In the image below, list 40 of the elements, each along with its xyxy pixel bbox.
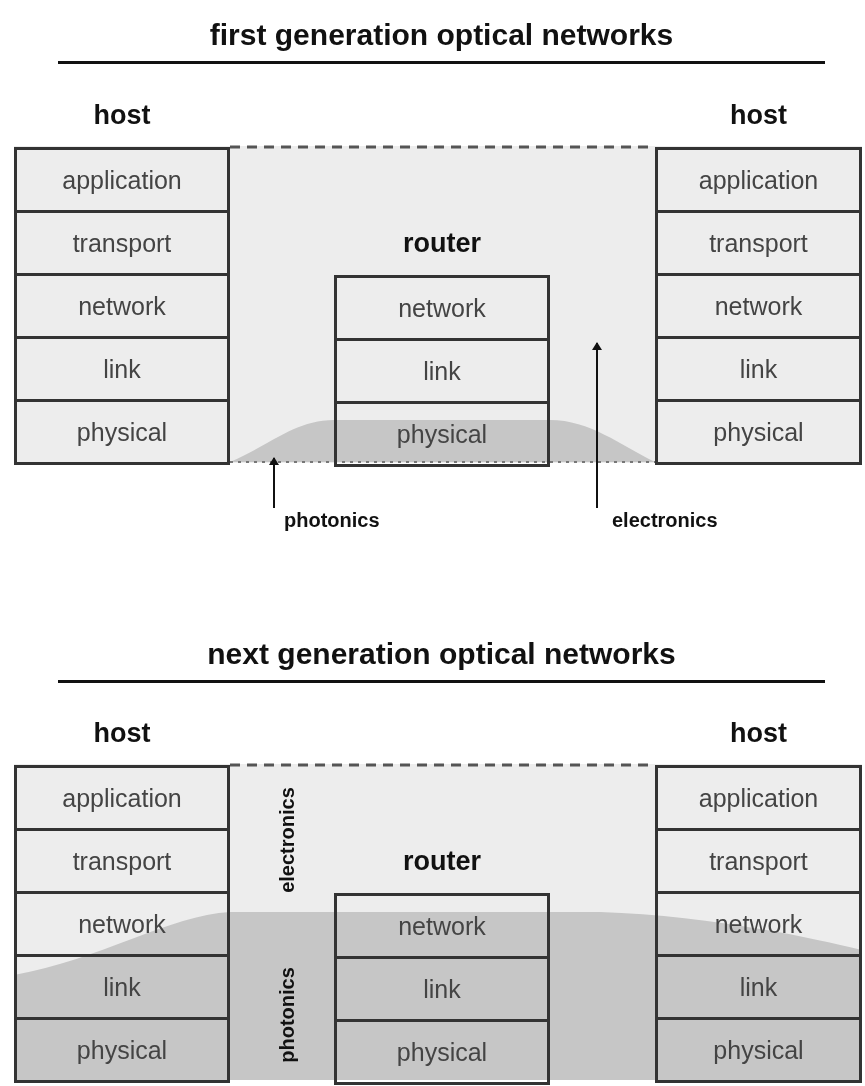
vertical-label: electronics [275, 787, 299, 893]
stack-heading: host [92, 99, 152, 132]
annotation-text: electronics [590, 508, 718, 532]
section-title: next generation optical networks [58, 634, 825, 683]
leader-arrow [592, 342, 602, 509]
layer-cell: physical [658, 1020, 859, 1083]
section-title: first generation optical networks [58, 15, 825, 64]
stack-heading: router [402, 227, 482, 260]
annotation-text: photonics [264, 508, 380, 532]
layer-cell: physical [337, 1022, 547, 1085]
layer-cell: link [17, 957, 227, 1020]
layer-cell: physical [658, 402, 859, 465]
layer-cell: application [17, 150, 227, 213]
layer-cell: transport [658, 831, 859, 894]
layer-cell: physical [17, 1020, 227, 1083]
stack-heading: router [402, 845, 482, 878]
layer-cell: physical [17, 402, 227, 465]
vertical-label: photonics [275, 967, 299, 1063]
layer-cell: link [337, 959, 547, 1022]
layer-cell: network [337, 278, 547, 341]
layer-cell: application [658, 150, 859, 213]
layer-cell: transport [17, 831, 227, 894]
layer-cell: network [658, 894, 859, 957]
layer-cell: network [17, 276, 227, 339]
layer-cell: network [337, 896, 547, 959]
stack-heading: host [729, 99, 788, 132]
layer-cell: network [17, 894, 227, 957]
stack-heading: host [92, 717, 152, 750]
layer-cell: physical [337, 404, 547, 467]
layer-cell: link [17, 339, 227, 402]
stack-heading: host [729, 717, 788, 750]
layer-cell: transport [658, 213, 859, 276]
layer-cell: application [658, 768, 859, 831]
layer-cell: network [658, 276, 859, 339]
layer-cell: link [658, 957, 859, 1020]
layer-cell: application [17, 768, 227, 831]
layer-cell: link [337, 341, 547, 404]
leader-arrow [269, 457, 279, 509]
layer-cell: transport [17, 213, 227, 276]
layer-cell: link [658, 339, 859, 402]
